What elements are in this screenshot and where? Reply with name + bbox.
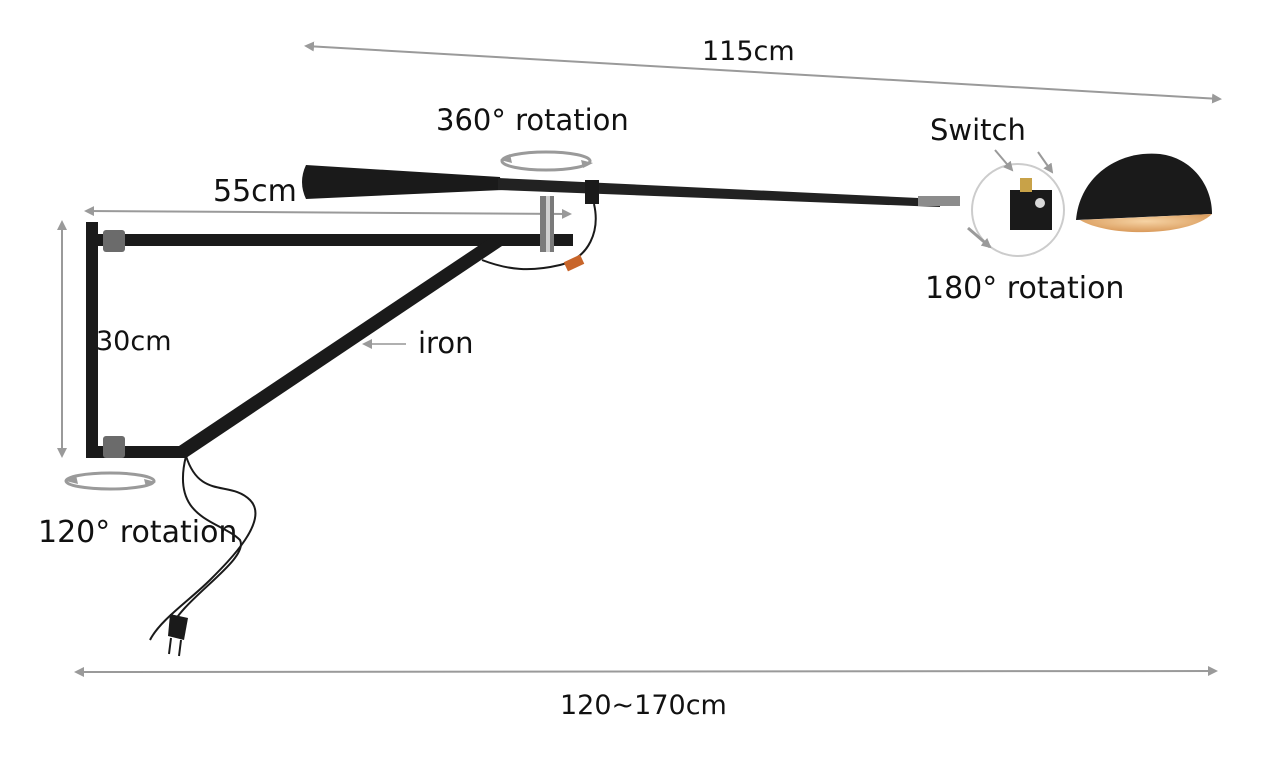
label-top-rotation: 360° rotation: [436, 103, 629, 137]
wall-bracket: [86, 196, 573, 458]
label-reach-range: 120~170cm: [560, 690, 727, 721]
dimension-arrow-115cm: [304, 41, 1222, 104]
plug-icon: [168, 614, 188, 657]
label-base-rotation: 120° rotation: [38, 515, 237, 550]
dimension-arrow-reach: [74, 666, 1218, 677]
label-head-rotation: 180° rotation: [925, 271, 1124, 306]
label-bracket-height: 30cm: [96, 326, 172, 357]
lamp-shade: [971, 153, 1212, 257]
rotation-arrow-120-icon: [64, 471, 156, 491]
dimension-arrow-55cm: [84, 206, 572, 219]
label-material: iron: [418, 326, 473, 360]
rotation-arrow-360-icon: [500, 150, 593, 172]
label-arm-length: 55cm: [213, 174, 297, 209]
label-switch: Switch: [930, 113, 1026, 147]
label-total-length: 115cm: [702, 36, 795, 67]
lamp-arm: [302, 165, 960, 207]
rotation-arrow-180-icon: [967, 226, 992, 249]
switch-arrow-icon: [994, 149, 1054, 174]
pivot-cable: [481, 203, 597, 272]
power-cord: [149, 455, 257, 641]
